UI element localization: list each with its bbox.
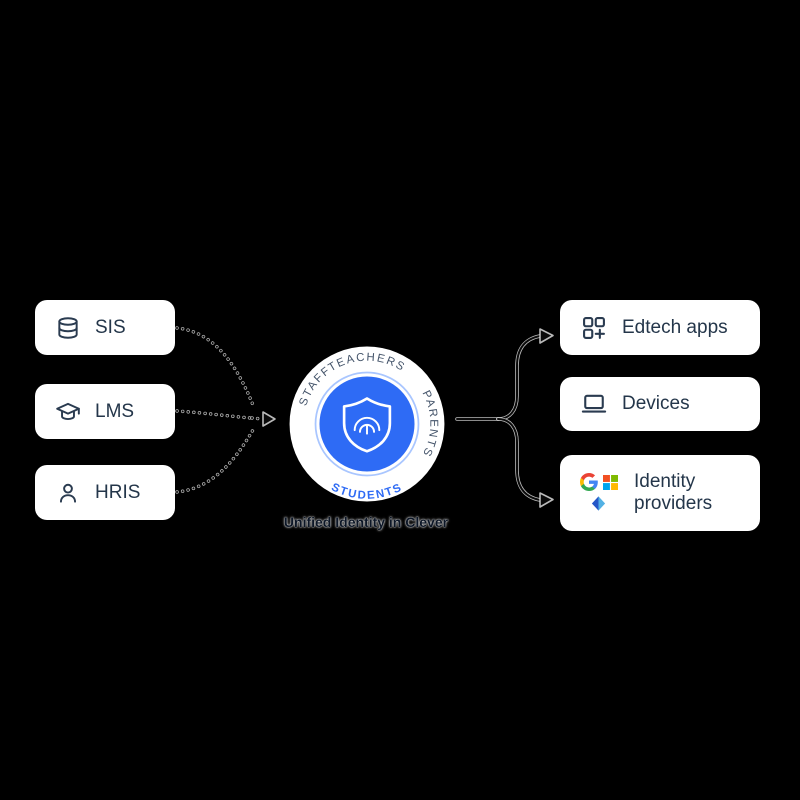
destination-label: Identity providers bbox=[634, 471, 713, 514]
source-label: HRIS bbox=[95, 481, 141, 503]
source-card-sis: SIS bbox=[35, 300, 175, 355]
destination-card-devices: Devices bbox=[560, 377, 760, 431]
microsoft-icon bbox=[603, 475, 618, 490]
shield-fingerprint-icon bbox=[342, 397, 392, 453]
google-icon bbox=[580, 473, 598, 491]
source-label: LMS bbox=[95, 400, 135, 422]
destination-card-identity-providers: Identity providers bbox=[560, 455, 760, 531]
unified-identity-hub: TEACHERS PARENTS STAFF STUDENTS bbox=[279, 336, 455, 512]
source-card-lms: LMS bbox=[35, 384, 175, 439]
solid-connector-group bbox=[455, 334, 542, 502]
apps-grid-icon bbox=[580, 314, 608, 342]
destination-card-edtech-apps: Edtech apps bbox=[560, 300, 760, 355]
hub-caption: Unified Identity in Clever bbox=[283, 514, 449, 530]
laptop-icon bbox=[580, 390, 608, 418]
dotted-connector-group bbox=[175, 326, 264, 494]
database-icon bbox=[55, 315, 81, 341]
solid-arrowhead-bottom bbox=[539, 492, 554, 508]
graduation-cap-icon bbox=[55, 399, 81, 425]
person-icon bbox=[55, 480, 81, 506]
source-label: SIS bbox=[95, 316, 126, 338]
azure-icon bbox=[591, 496, 606, 511]
hub-light-ring bbox=[314, 371, 420, 477]
destination-label: Edtech apps bbox=[622, 316, 728, 338]
destination-label: Devices bbox=[622, 393, 690, 414]
source-card-hris: HRIS bbox=[35, 465, 175, 520]
solid-arrowhead-top bbox=[539, 328, 554, 344]
dotted-arrowhead bbox=[262, 411, 276, 427]
identity-provider-logos bbox=[580, 472, 620, 514]
